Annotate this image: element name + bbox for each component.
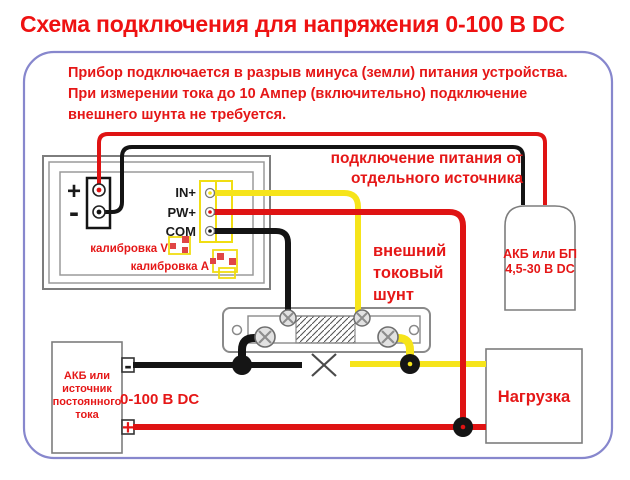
shunt-mounting-hole-right [408, 324, 420, 336]
calibration-a-trimmers [210, 253, 236, 265]
trimmer-square [229, 258, 236, 265]
shunt-label-line-2: токовый [373, 264, 443, 282]
trimmer-square [217, 253, 224, 260]
pin-com-wire-end [208, 229, 212, 233]
screw-terminal-current-left [254, 326, 276, 348]
screw-terminal-sense-left [279, 309, 297, 327]
wire-black-com [214, 228, 291, 314]
screw-slot [258, 330, 272, 344]
screw-slot [381, 330, 395, 344]
calibration-v-trimmers [170, 236, 189, 253]
battery-minus-symbol: - [124, 353, 131, 378]
external-supply-box [504, 205, 576, 311]
battery-label-line-3: постоянного [53, 396, 122, 408]
pin-label-in-plus: IN+ [175, 185, 196, 200]
meter-panel [59, 171, 254, 276]
calibration-a-trace-2 [218, 267, 236, 279]
note-line-3: внешнего шунта не требуется. [68, 107, 286, 123]
meter-minus-terminal-wire-end [96, 209, 102, 215]
wire-black-supply [104, 145, 525, 214]
screw-terminal-current-right [377, 326, 399, 348]
junction-dot-yellow-center [407, 361, 413, 367]
meter-plus-symbol: + [67, 178, 81, 205]
note-line-1: Прибор подключается в разрыв минуса (зем… [68, 65, 568, 81]
trimmer-square [182, 247, 188, 253]
shunt-label-line-3: шунт [373, 286, 414, 304]
battery-label-line-4: тока [75, 409, 99, 421]
calibration-v-label: калибровка V [90, 243, 168, 255]
wire-yellow-in-plus [214, 190, 361, 314]
battery-label-line-1: АКБ или [64, 370, 110, 382]
trimmer-square [182, 236, 189, 243]
calibration-v-trace [168, 236, 191, 255]
battery-box [51, 341, 123, 454]
calibration-a-label: калибровка А [131, 261, 209, 273]
wire-black-shunt-jumper [238, 334, 267, 366]
trimmer-square [210, 258, 216, 264]
shunt-resistive-element [295, 315, 356, 344]
shunt-label-line-1: внешний [373, 242, 446, 260]
battery-label-line-2: источник [62, 383, 112, 395]
wire-red-supply [97, 132, 547, 205]
note-line-2: При измерении тока до 10 Ампер (включите… [68, 86, 527, 102]
cut-mark-stroke [311, 353, 337, 377]
junction-dot-red-center [460, 424, 466, 430]
separate-supply-label-line-1: подключение питания от [331, 150, 524, 167]
wire-red-pw-plus [214, 209, 466, 424]
wire-cut-mark [311, 353, 337, 377]
screw-slot [356, 312, 368, 324]
external-supply-label-line-1: АКБ или БП [503, 247, 577, 261]
pin-in-plus-wire-end [208, 191, 212, 195]
external-supply-label-line-2: 4,5-30 В DC [505, 262, 574, 276]
load-label: Нагрузка [498, 388, 571, 406]
pin-label-com: COM [166, 224, 196, 239]
pin-label-pw-plus: PW+ [167, 205, 196, 220]
battery-plus-symbol: + [122, 417, 134, 439]
voltage-range-label: 0-100 В DC [120, 391, 199, 408]
meter-plus-terminal-wire-end [96, 187, 102, 193]
trimmer-square [170, 243, 176, 249]
pin-pw-plus-wire-end [208, 210, 212, 214]
separate-supply-label-line-2: отдельного источника [351, 170, 523, 187]
junction-dot-minus [232, 355, 252, 375]
screw-slot [282, 312, 294, 324]
meter-minus-symbol: - [69, 196, 79, 229]
shunt-mounting-hole-left [231, 324, 243, 336]
load-box [485, 348, 583, 444]
meter-mid-bezel [48, 161, 265, 284]
page-title: Схема подключения для напряжения 0-100 В… [20, 11, 565, 37]
screw-terminal-sense-right [353, 309, 371, 327]
outer-frame [22, 50, 614, 460]
